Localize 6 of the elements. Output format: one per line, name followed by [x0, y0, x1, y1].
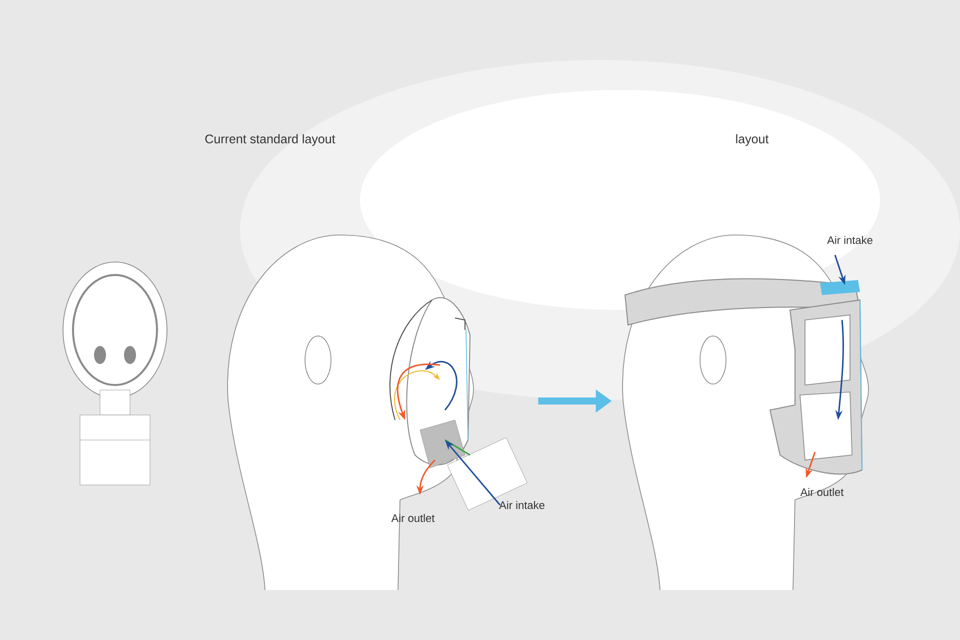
caption-text: Air outlet: [391, 514, 435, 522]
caption-text: Air intake: [499, 500, 544, 510]
caption-text: Air intake: [827, 236, 872, 244]
caption-text: Air outlet: [800, 488, 844, 496]
heading: layout: [736, 134, 769, 146]
heading: Current standard layout: [205, 134, 336, 146]
